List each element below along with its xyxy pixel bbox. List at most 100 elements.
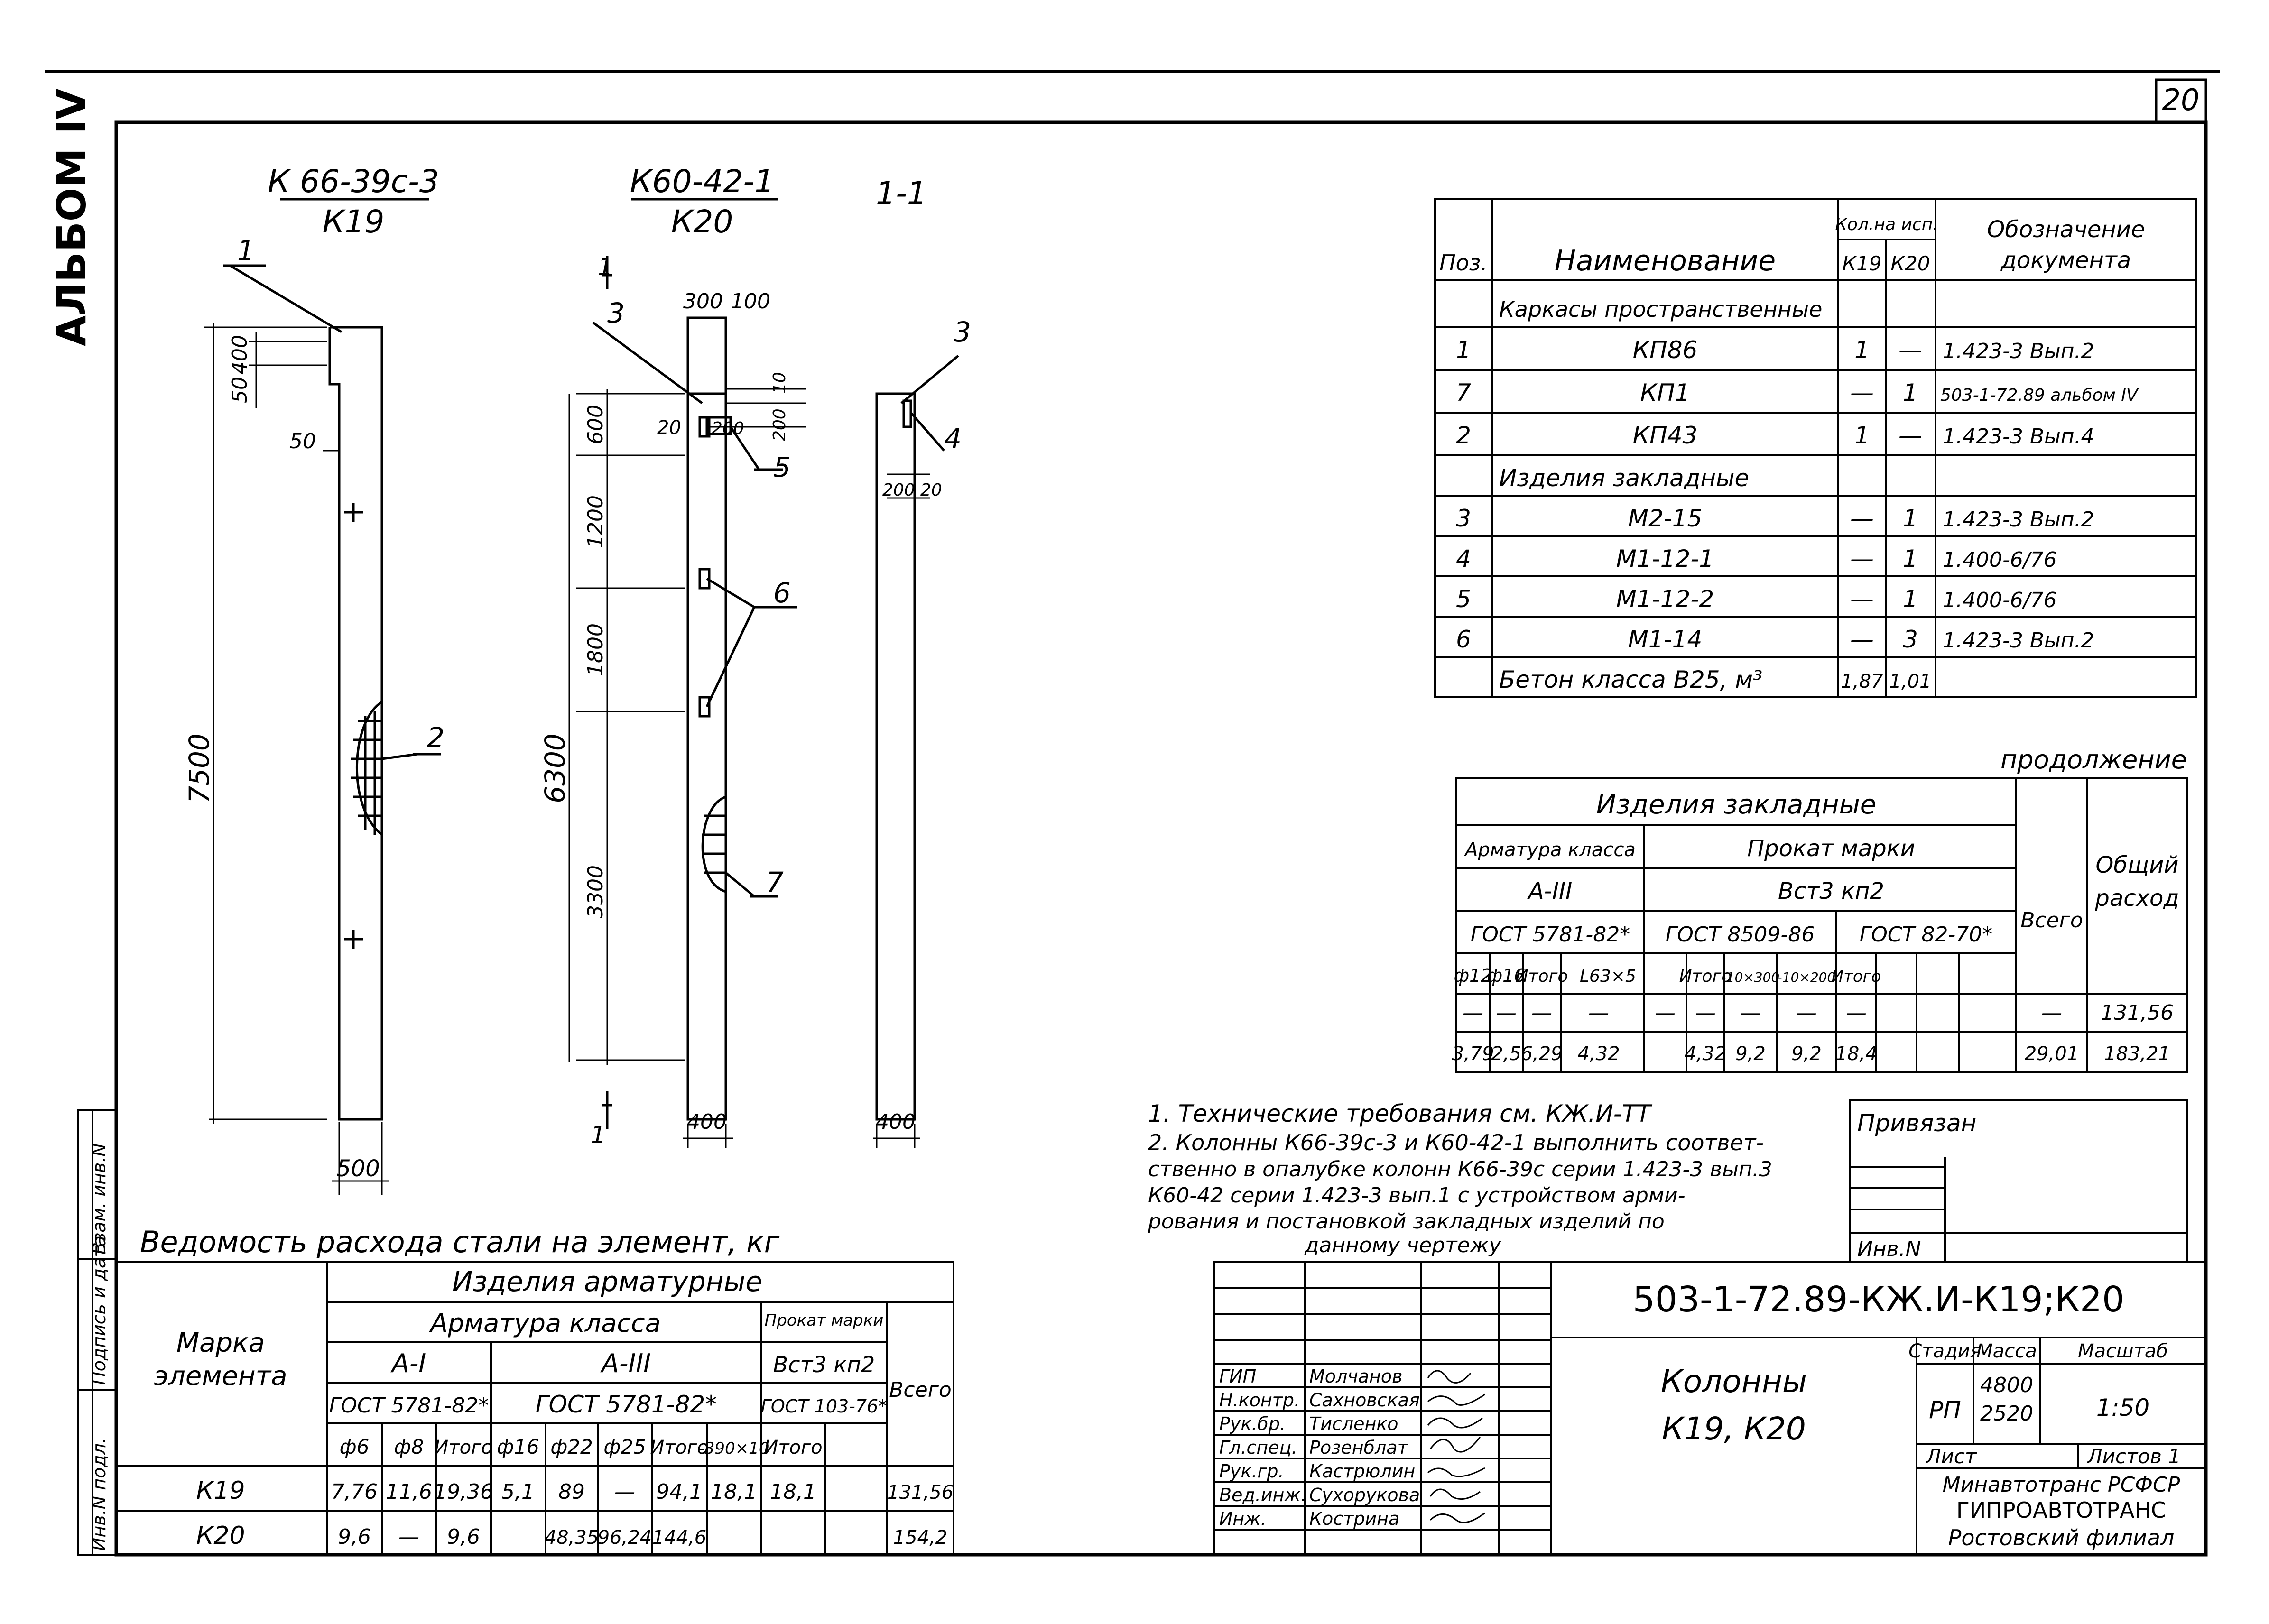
staff-name: Молчанов xyxy=(1309,1366,1403,1387)
staff-role: Рук.гр. xyxy=(1219,1461,1284,1482)
drawing-title-1: Колонны xyxy=(1661,1363,1807,1400)
section-mark-top: 1 xyxy=(598,253,613,281)
spec-cell: — xyxy=(1850,626,1874,653)
cont-gost-b: ГОСТ 82-70* xyxy=(1860,923,1993,947)
steel-mark-header-2: элемента xyxy=(154,1361,287,1392)
callout-4: 4 xyxy=(944,423,962,455)
stage-value: РП xyxy=(1929,1396,1961,1424)
org-line-3: Ростовский филиал xyxy=(1948,1525,2175,1550)
steel-cell: 18,1 xyxy=(711,1480,757,1504)
dim-k19-height: 7500 xyxy=(183,733,215,803)
margin-label-sign: Подпись и дата xyxy=(89,1236,110,1385)
dim-k20-top-b: 100 xyxy=(731,289,770,314)
steel-cell: 89 xyxy=(558,1480,585,1504)
spec-concrete-k20: 1,01 xyxy=(1889,671,1931,692)
steel-col-header: -390×10 xyxy=(699,1439,769,1458)
dim-k19-side: 50 xyxy=(289,429,316,453)
steel-cell: 11,6 xyxy=(386,1480,432,1504)
steel-cell: 7,76 xyxy=(331,1480,378,1504)
continuation-table xyxy=(1455,777,2188,1073)
dim-k20-d20: 20 xyxy=(657,417,681,439)
cont-col-header: Итого xyxy=(1516,967,1568,986)
spec-cell: 3 xyxy=(1456,505,1471,532)
spec-cell: — xyxy=(1899,422,1922,449)
note-2-line-2: ственно в опалубке колонн К66-39с серии … xyxy=(1148,1157,1772,1181)
steel-cell: 154,2 xyxy=(893,1527,948,1549)
cont-cell: — xyxy=(1655,1001,1676,1025)
cont-cell: 9,2 xyxy=(1735,1043,1766,1065)
dim-section-a: 200 xyxy=(882,480,915,500)
cont-total-header: Всего xyxy=(2020,908,2083,932)
spec-cell: 1.423-3 Вып.2 xyxy=(1943,508,2094,532)
cont-cell: 4,32 xyxy=(1577,1043,1620,1065)
steel-col-header: ф25 xyxy=(603,1435,646,1458)
steel-cell: 144,6 xyxy=(652,1527,707,1549)
mass-value-1: 4800 xyxy=(1980,1373,2033,1397)
steel-cell: — xyxy=(398,1525,419,1549)
staff-role: Инж. xyxy=(1219,1508,1267,1529)
view-title-k60: К60-42-1 xyxy=(630,163,774,200)
spec-cell: 7 xyxy=(1456,379,1471,406)
cont-cell: 29,01 xyxy=(2025,1043,2079,1065)
spec-concrete-label: Бетон класса В25, м³ xyxy=(1499,666,1762,693)
staff-name: Кострина xyxy=(1309,1508,1399,1529)
steel-col-header: ф16 xyxy=(497,1435,539,1458)
margin-label-vzam: Взам. инв.N xyxy=(89,1143,110,1255)
notes: 1. Технические требования см. КЖ.И-ТТ 2.… xyxy=(1148,1100,1772,1257)
spec-cell: 1 xyxy=(1456,336,1471,364)
cont-cell: — xyxy=(1796,1001,1817,1025)
steel-table-caption: Ведомость расхода стали на элемент, кг xyxy=(140,1225,780,1259)
spec-concrete-k19: 1,87 xyxy=(1841,671,1883,692)
spec-cell: — xyxy=(1850,379,1874,406)
cont-cell: — xyxy=(1846,1001,1867,1025)
staff-name: Кастрюлин xyxy=(1309,1461,1415,1482)
org-line-1: Минавтотранс РСФСР xyxy=(1943,1473,2180,1497)
steel-table xyxy=(116,1261,954,1555)
staff-role: Вед.инж. xyxy=(1219,1485,1306,1505)
dim-k20-d10: 10 xyxy=(770,372,789,394)
cont-overall-1: Общий xyxy=(2096,852,2179,878)
spec-cell: 1.423-3 Вып.2 xyxy=(1943,628,2094,653)
steel-gost-a3: ГОСТ 5781-82* xyxy=(536,1391,717,1418)
left-margin-strip xyxy=(77,1109,117,1556)
spec-cell: 5 xyxy=(1456,585,1471,613)
steel-col-header: Итого xyxy=(434,1437,492,1458)
cont-cell: — xyxy=(1531,1001,1552,1025)
signatures xyxy=(1427,1370,1485,1523)
steel-cell: 9,6 xyxy=(338,1525,371,1549)
spec-cell: КП43 xyxy=(1633,422,1698,449)
cont-arm-class: А-III xyxy=(1527,878,1573,904)
steel-gost-a1: ГОСТ 5781-82* xyxy=(329,1393,489,1418)
steel-class-a3: А-III xyxy=(600,1348,651,1378)
spec-cell: М2-15 xyxy=(1628,505,1703,532)
staff-name: Сахновская xyxy=(1309,1390,1420,1411)
spec-cell: КП1 xyxy=(1640,379,1690,406)
cont-col-header: L63×5 xyxy=(1580,967,1636,986)
spec-header-name: Наименование xyxy=(1555,244,1776,277)
spec-cell: 3 xyxy=(1903,626,1918,653)
dim-k20-top-a: 300 xyxy=(683,289,723,314)
cont-cell: — xyxy=(1695,1001,1716,1025)
callout-3-k20: 3 xyxy=(607,297,625,329)
spec-cell: 1 xyxy=(1903,585,1918,613)
dim-k20-seg3: 1800 xyxy=(583,623,608,676)
steel-cell: 9,6 xyxy=(447,1525,480,1549)
view-sub-k19: К19 xyxy=(323,203,385,240)
spec-cell: 1 xyxy=(1903,379,1918,406)
spec-header-k19: К19 xyxy=(1842,252,1881,275)
view-sub-k20: К20 xyxy=(671,203,733,240)
steel-total-header: Всего xyxy=(889,1378,951,1402)
cont-cell: — xyxy=(1740,1001,1761,1025)
sheet-number: 20 xyxy=(2162,83,2200,117)
spec-cell: 503-1-72.89 альбом IV xyxy=(1940,386,2139,405)
steel-cell: 48,35 xyxy=(545,1527,599,1549)
dim-k19-width: 500 xyxy=(336,1155,380,1182)
cont-cell: 9,2 xyxy=(1791,1043,1822,1065)
dim-section-width: 400 xyxy=(876,1110,916,1134)
steel-col-header: Итого xyxy=(650,1437,708,1458)
spec-cell: М1-12-2 xyxy=(1616,585,1714,613)
spec-cell: — xyxy=(1899,336,1922,364)
column-k19-drawing xyxy=(204,264,441,1195)
cont-cell: 3,79 xyxy=(1452,1043,1494,1065)
steel-cell: 19,36 xyxy=(434,1480,493,1504)
